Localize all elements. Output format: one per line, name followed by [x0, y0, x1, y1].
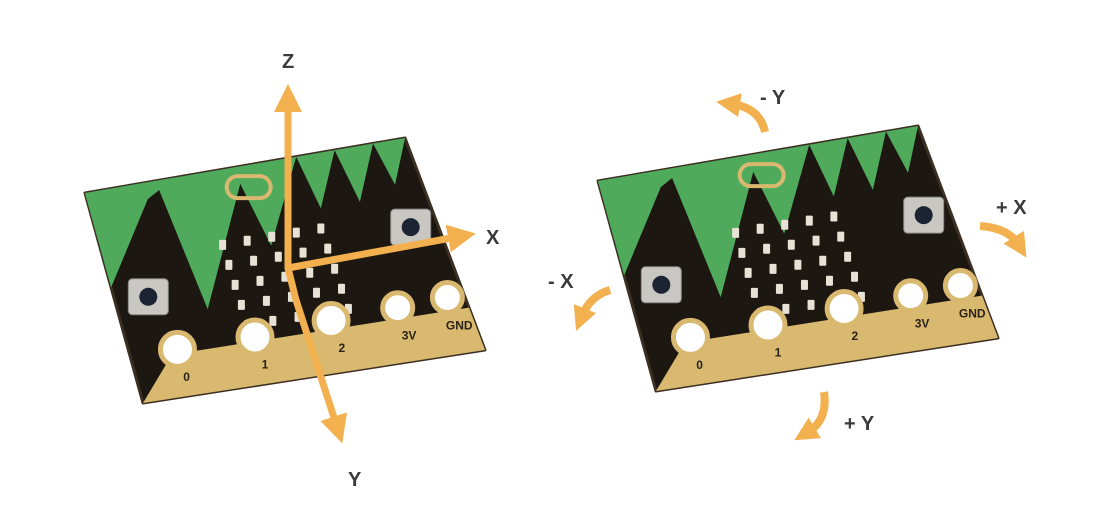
y-axis-arrow [284, 264, 348, 444]
led [830, 211, 838, 222]
led [243, 235, 251, 246]
pin-label: 3V [402, 328, 417, 342]
led [800, 279, 808, 290]
x-axis-label: X [486, 227, 500, 249]
pin-label: 1 [775, 346, 782, 360]
led [732, 227, 740, 238]
led [331, 263, 339, 274]
led [750, 287, 758, 298]
pin-label: 0 [696, 358, 703, 372]
neg-y-rotation-arrow [716, 93, 769, 134]
green-triangle [373, 138, 405, 185]
rotation-arrows [573, 93, 1027, 441]
pin-label: GND [446, 318, 473, 332]
button-a-cap [652, 275, 671, 294]
pin-label: GND [959, 306, 986, 320]
led [738, 247, 746, 258]
green-triangle [809, 138, 848, 197]
pin-label: 1 [262, 358, 269, 372]
led [237, 299, 245, 310]
led [756, 223, 764, 234]
pin-label: 2 [851, 329, 858, 343]
pin-label: 3V [915, 316, 930, 330]
led [268, 231, 276, 242]
led [324, 243, 332, 254]
pin-hole-2 [824, 289, 864, 329]
pin-hole-1 [235, 317, 275, 357]
button-a-cap [139, 287, 158, 306]
logo [224, 174, 273, 201]
led [338, 283, 346, 294]
x-axis-arrow [284, 224, 476, 272]
pin-hole-3V [380, 290, 416, 326]
green-triangle [668, 153, 758, 298]
z-axis-label: Z [282, 51, 294, 73]
led [225, 259, 233, 270]
led [851, 271, 859, 282]
green-triangle [886, 126, 918, 173]
led [775, 283, 783, 294]
led [825, 275, 833, 286]
pin-hole-0 [157, 329, 197, 369]
green-triangle [847, 131, 886, 190]
pin-hole-0 [670, 317, 710, 357]
logo [737, 162, 786, 189]
led [219, 239, 227, 250]
green-triangle [296, 150, 335, 209]
pin-hole-1 [748, 305, 788, 345]
led [231, 279, 239, 290]
led [787, 239, 795, 250]
led [805, 215, 813, 226]
led [744, 267, 752, 278]
led [299, 247, 307, 258]
pos-x-label: + X [996, 197, 1027, 219]
microbit-board-right: 0 1 2 3V GND [596, 124, 1000, 393]
button-b-cap [914, 206, 933, 225]
led [837, 231, 845, 242]
green-triangle [232, 156, 297, 246]
led [782, 303, 790, 314]
green-triangle [85, 180, 156, 288]
pin-label: 0 [183, 370, 190, 384]
green-triangle [598, 168, 669, 276]
led [769, 263, 777, 274]
led [269, 315, 277, 326]
led [262, 295, 270, 306]
led [274, 251, 282, 262]
pos-y-label: + Y [844, 413, 875, 435]
neg-y-label: - Y [760, 87, 786, 109]
pin-label: 2 [338, 341, 345, 355]
button-b-cap [401, 218, 420, 237]
led [819, 255, 827, 266]
green-triangle [745, 144, 810, 234]
led [844, 251, 852, 262]
pos-y-rotation-arrow [794, 391, 829, 441]
microbit-board-left: 0 1 2 3V GND [83, 136, 487, 405]
neg-x-label: - X [548, 271, 574, 293]
led [781, 219, 789, 230]
led [306, 267, 314, 278]
pin-hole-2 [311, 301, 351, 341]
led [256, 275, 264, 286]
neg-x-rotation-arrow [573, 286, 612, 331]
led [312, 287, 320, 298]
pin-hole-GND [942, 268, 978, 304]
pos-x-rotation-arrow [979, 222, 1027, 258]
led [794, 259, 802, 270]
led [250, 255, 258, 266]
pin-hole-3V [893, 278, 929, 314]
axes-left [274, 84, 476, 444]
pin-hole-GND [429, 280, 465, 316]
led [763, 243, 771, 254]
led [317, 223, 325, 234]
led [812, 235, 820, 246]
led [292, 227, 300, 238]
green-triangle [334, 143, 373, 202]
green-triangle [155, 165, 245, 310]
led [807, 299, 815, 310]
y-axis-label: Y [348, 469, 362, 491]
edge-connector [656, 295, 998, 391]
